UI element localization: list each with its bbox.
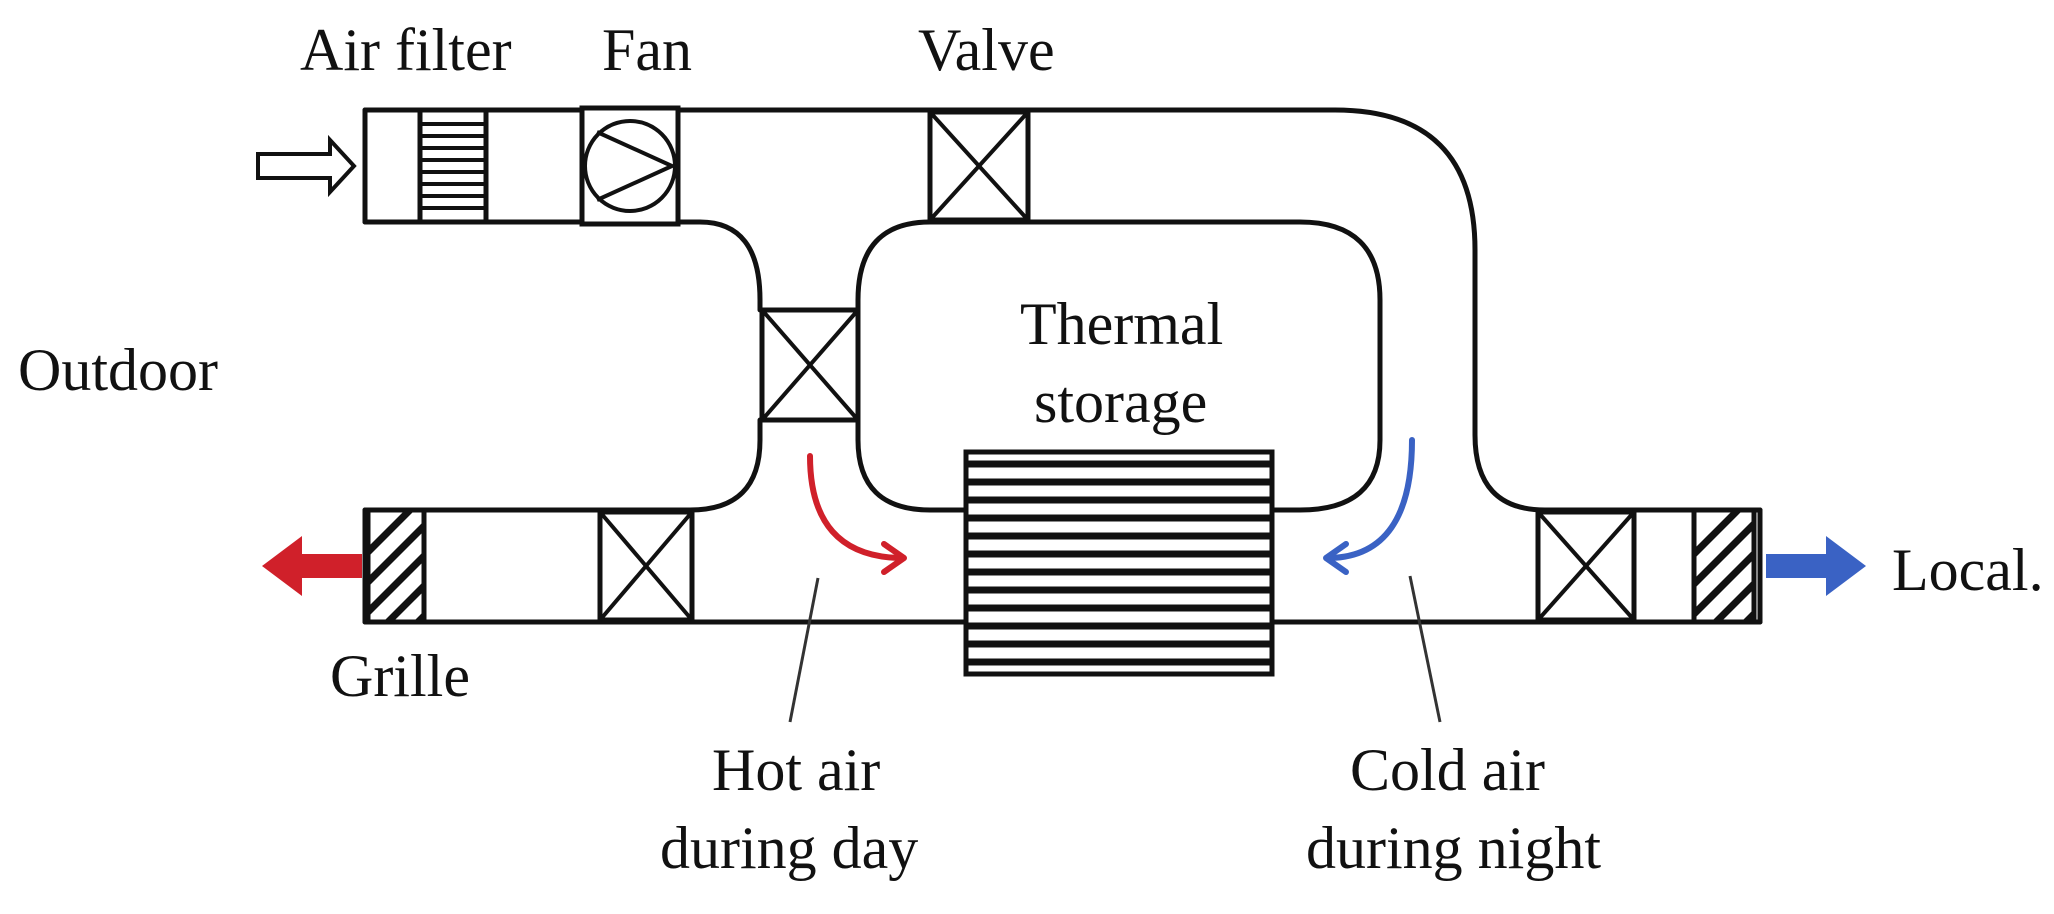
bottom-duct-upper-edge-left [362,417,763,513]
top-duct-inner-edge-left [362,219,763,313]
grille-label: Grille [330,643,470,709]
outdoor-label: Outdoor [18,337,218,403]
thermal-storage-label-line1: Thermal [1020,291,1223,357]
air-filter-label: Air filter [300,17,512,83]
inner-loop-edge [855,219,1383,513]
thermal-storage-unit [963,449,1275,677]
hot-air-label-line1: Hot air [712,737,880,803]
top-duct-outer-edge [362,107,1763,513]
hot-air-leader-line [788,577,820,723]
air-filter [417,107,489,225]
inner-loop-lower-left [855,417,968,513]
cold-air-label-line2: during night [1306,815,1601,881]
cold-air-label-line1: Cold air [1350,737,1545,803]
thermal-storage-label-line2: storage [1034,369,1207,435]
valve-bottom-right [1535,509,1637,623]
blue-arrow-right-icon [1766,536,1866,596]
cold-air-flow-arrow [1323,437,1415,575]
fan-blade-icon [596,130,677,202]
fan-label: Fan [602,17,692,83]
valve-middle [759,307,861,423]
red-arrow-left-icon [262,536,362,596]
valve-label: Valve [918,17,1055,83]
grille-left [365,507,427,625]
grille-right [1691,507,1757,625]
local-label: Local. [1892,537,2044,603]
valve-top [927,109,1031,223]
fan [579,105,681,227]
hot-air-label-line2: during day [660,815,918,881]
valve-bottom-left [597,509,695,623]
hollow-arrow-right-icon [256,134,357,198]
hot-air-flow-arrow [807,453,907,575]
cold-air-leader-line [1408,575,1442,723]
